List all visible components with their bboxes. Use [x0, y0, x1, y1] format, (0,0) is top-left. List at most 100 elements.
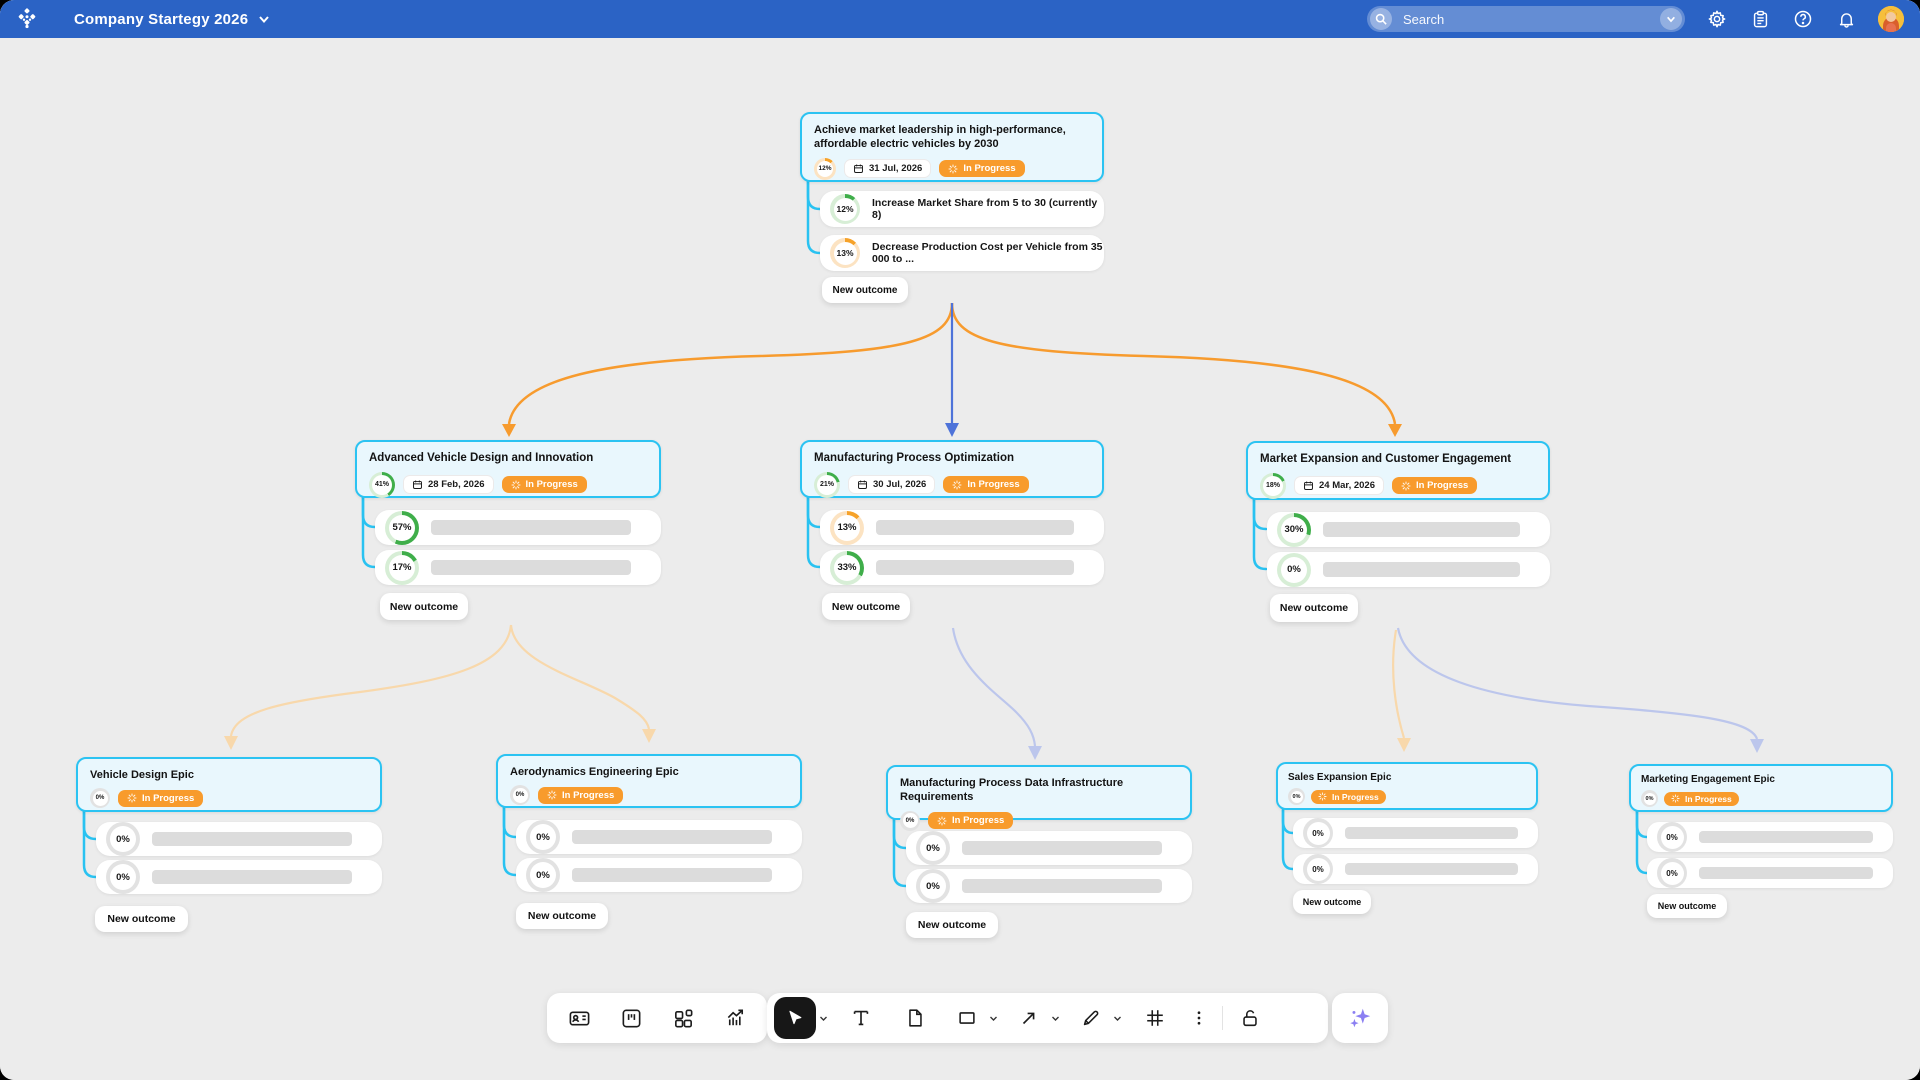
pen-tool[interactable]: [1072, 998, 1110, 1038]
card-aerodynamics-epic[interactable]: Aerodynamics Engineering Epic 0% In Prog…: [496, 754, 802, 808]
card-title: Market Expansion and Customer Engagement: [1260, 452, 1536, 467]
outcome-placeholder-bar: [1699, 831, 1873, 843]
pen-tool-dropdown[interactable]: [1110, 998, 1124, 1038]
progress-ring: 0%: [1657, 858, 1687, 888]
card-marketing-engagement-epic[interactable]: Marketing Engagement Epic 0% In Progress: [1629, 764, 1893, 812]
outcome-row[interactable]: 0%: [1647, 822, 1893, 852]
outcome-placeholder-bar: [431, 560, 631, 575]
shape-tool-dropdown[interactable]: [986, 998, 1000, 1038]
outcome-row[interactable]: 12% Increase Market Share from 5 to 30 (…: [820, 191, 1104, 227]
status-badge[interactable]: In Progress: [1392, 477, 1477, 494]
outcome-row[interactable]: 33%: [820, 550, 1104, 585]
select-tool[interactable]: [774, 997, 816, 1039]
card-advanced-vehicle-design[interactable]: Advanced Vehicle Design and Innovation 4…: [355, 440, 661, 498]
progress-ring: 30%: [1277, 513, 1311, 547]
shape-tool[interactable]: [948, 998, 986, 1038]
card-root-objective[interactable]: Achieve market leadership in high-perfor…: [800, 112, 1104, 182]
settings-button[interactable]: [1706, 8, 1728, 30]
outcome-row[interactable]: 0%: [906, 869, 1192, 903]
outcome-row[interactable]: 0%: [516, 820, 802, 854]
more-tools[interactable]: [1184, 998, 1214, 1038]
status-badge[interactable]: In Progress: [502, 476, 587, 493]
outcome-placeholder-bar: [1345, 827, 1518, 839]
text-tool[interactable]: [842, 998, 880, 1038]
progress-ring: 13%: [830, 511, 864, 545]
card-sales-expansion-epic[interactable]: Sales Expansion Epic 0% In Progress: [1276, 762, 1538, 810]
document-tool[interactable]: [896, 998, 934, 1038]
outcome-row[interactable]: 17%: [375, 550, 661, 585]
card-title: Manufacturing Process Data Infrastructur…: [900, 776, 1178, 805]
frame-tool[interactable]: [1136, 998, 1174, 1038]
outcome-placeholder-bar: [1699, 867, 1873, 879]
card-title: Advanced Vehicle Design and Innovation: [369, 451, 647, 466]
ai-assistant-button[interactable]: [1332, 993, 1388, 1043]
outcome-row[interactable]: 0%: [906, 831, 1192, 865]
search-filter-dropdown[interactable]: [1660, 8, 1682, 30]
search-bar[interactable]: [1367, 6, 1685, 32]
due-date-chip[interactable]: 30 Jul, 2026: [848, 475, 935, 494]
new-outcome-button[interactable]: New outcome: [1270, 594, 1358, 622]
board-notes-button[interactable]: [1749, 8, 1771, 30]
insights-tool[interactable]: [716, 998, 754, 1038]
search-input[interactable]: [1401, 11, 1660, 28]
arrow-icon: [1018, 1007, 1040, 1029]
status-badge[interactable]: In Progress: [1664, 792, 1739, 806]
calendar-icon: [1303, 480, 1314, 491]
chevron-down-icon: [1051, 1014, 1060, 1023]
board-title-menu[interactable]: Company Startegy 2026: [74, 11, 270, 28]
new-outcome-button[interactable]: New outcome: [1293, 890, 1371, 914]
new-outcome-button[interactable]: New outcome: [822, 593, 910, 620]
in-progress-spinner-icon: [1401, 481, 1411, 491]
progress-ring: 0%: [916, 869, 950, 903]
outcome-placeholder-bar: [1323, 562, 1520, 577]
card-title: Aerodynamics Engineering Epic: [510, 765, 788, 779]
outcome-row[interactable]: 0%: [96, 860, 382, 894]
app-logo-icon[interactable]: [14, 6, 40, 32]
outcome-row[interactable]: 13%: [820, 510, 1104, 545]
outcome-row[interactable]: 0%: [96, 822, 382, 856]
arrow-tool-dropdown[interactable]: [1048, 998, 1062, 1038]
due-date-chip[interactable]: 28 Feb, 2026: [403, 475, 494, 494]
card-manufacturing[interactable]: Manufacturing Process Optimization 21% 3…: [800, 440, 1104, 498]
status-badge[interactable]: In Progress: [1311, 790, 1386, 804]
status-badge[interactable]: In Progress: [928, 812, 1013, 829]
progress-ring: 17%: [385, 551, 419, 585]
outcome-placeholder-bar: [876, 560, 1074, 575]
help-button[interactable]: [1792, 8, 1814, 30]
due-date-chip[interactable]: 24 Mar, 2026: [1294, 476, 1384, 495]
outcome-row[interactable]: 57%: [375, 510, 661, 545]
progress-ring: 18%: [1260, 473, 1286, 499]
outcome-row[interactable]: 0%: [1293, 818, 1538, 848]
card-title: Vehicle Design Epic: [90, 768, 368, 782]
outcome-row[interactable]: 0%: [516, 858, 802, 892]
status-badge[interactable]: In Progress: [943, 476, 1028, 493]
outcome-row[interactable]: 0%: [1267, 552, 1550, 587]
due-date-chip[interactable]: 31 Jul, 2026: [844, 159, 931, 178]
new-outcome-button[interactable]: New outcome: [906, 912, 998, 938]
outcome-row[interactable]: 0%: [1293, 854, 1538, 884]
status-badge[interactable]: In Progress: [939, 160, 1024, 177]
arrow-tool[interactable]: [1010, 998, 1048, 1038]
new-outcome-button[interactable]: New outcome: [1647, 894, 1727, 918]
members-card-tool[interactable]: [560, 998, 598, 1038]
status-badge[interactable]: In Progress: [118, 790, 203, 807]
card-market-expansion[interactable]: Market Expansion and Customer Engagement…: [1246, 441, 1550, 500]
new-outcome-button[interactable]: New outcome: [380, 593, 468, 620]
outcome-row[interactable]: 13% Decrease Production Cost per Vehicle…: [820, 235, 1104, 271]
outcome-row[interactable]: 0%: [1647, 858, 1893, 888]
outcome-row[interactable]: 30%: [1267, 512, 1550, 547]
notifications-button[interactable]: [1835, 8, 1857, 30]
new-outcome-button[interactable]: New outcome: [95, 906, 188, 932]
card-vehicle-design-epic[interactable]: Vehicle Design Epic 0% In Progress: [76, 757, 382, 812]
insights-chart-icon: [724, 1007, 747, 1030]
new-outcome-button[interactable]: New outcome: [822, 277, 908, 303]
lock-tool[interactable]: [1231, 998, 1269, 1038]
new-outcome-button[interactable]: New outcome: [516, 903, 608, 929]
user-avatar[interactable]: [1878, 6, 1904, 32]
status-badge[interactable]: In Progress: [538, 787, 623, 804]
select-tool-dropdown[interactable]: [816, 998, 830, 1038]
widgets-tool[interactable]: [664, 998, 702, 1038]
card-mfg-data-infrastructure[interactable]: Manufacturing Process Data Infrastructur…: [886, 765, 1192, 820]
kanban-tool[interactable]: [612, 998, 650, 1038]
